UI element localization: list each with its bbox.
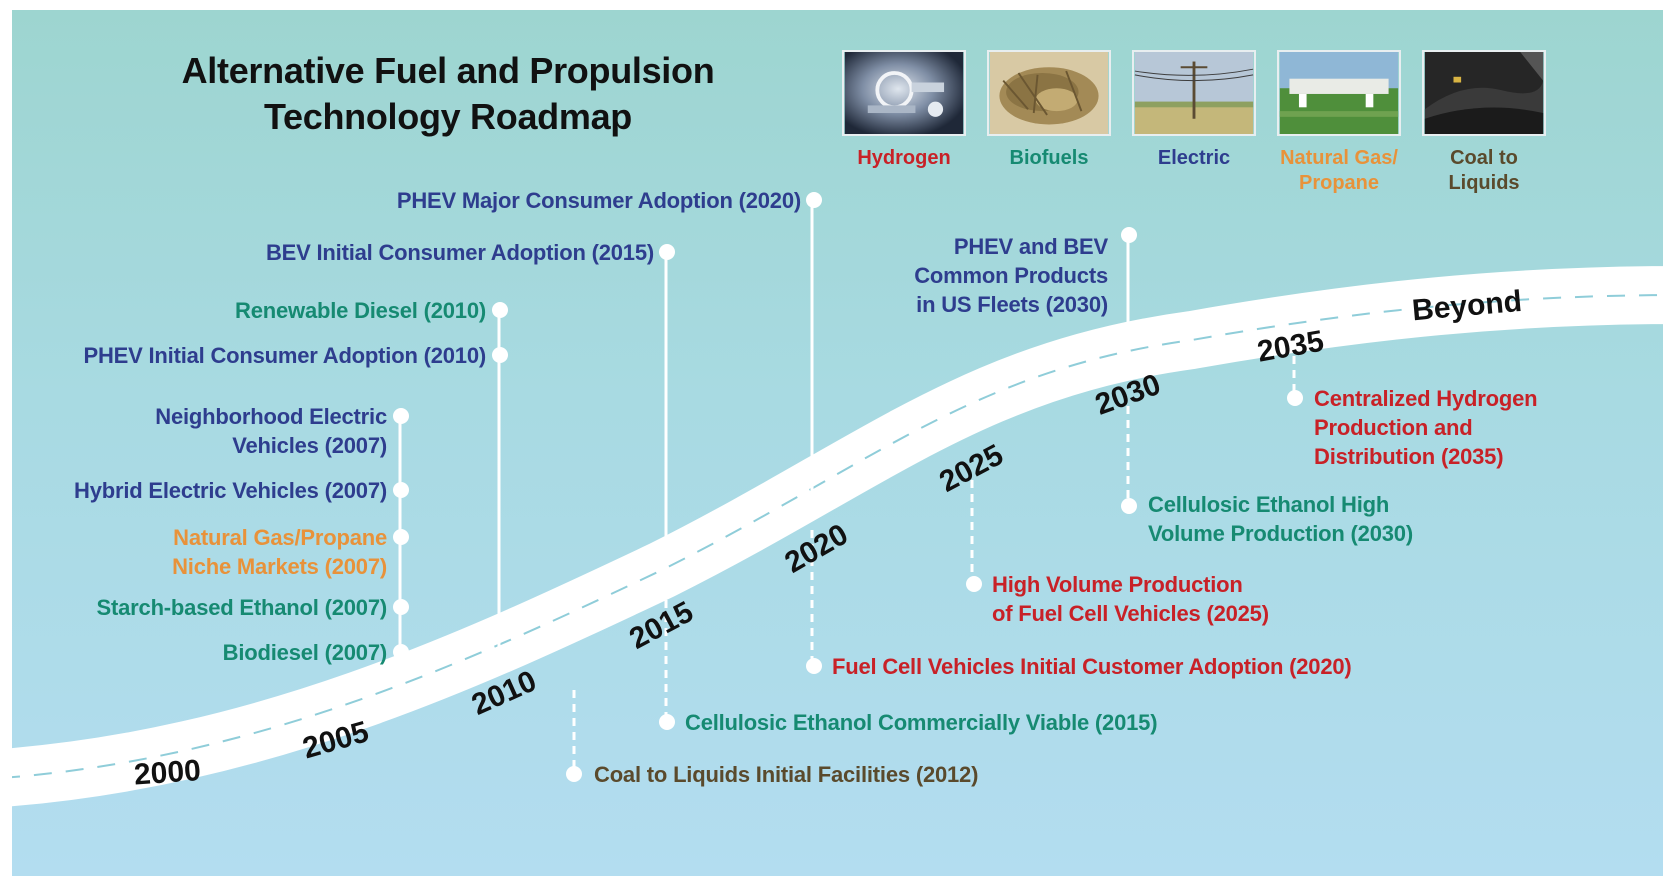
dot-starch-ethanol xyxy=(393,599,409,615)
year-label: 2000 xyxy=(133,754,202,792)
power-lines-photo xyxy=(1132,50,1256,136)
dot-hybrid xyxy=(393,482,409,498)
milestone-fcv-initial: Fuel Cell Vehicles Initial Customer Adop… xyxy=(832,654,1352,679)
category-label-biofuels: Biofuels xyxy=(1009,147,1089,169)
coal-pile-photo xyxy=(1422,50,1546,136)
title-line-1: Alternative Fuel and Propulsion xyxy=(181,50,715,91)
milestone-cellulosic-viable: Cellulosic Ethanol Commercially Viable (… xyxy=(685,710,1158,735)
dot-ng-niche xyxy=(393,529,409,545)
dot-ctl-initial xyxy=(566,766,582,782)
dot-phev-bev-fleets xyxy=(1121,227,1137,243)
dot-bev-initial xyxy=(659,244,675,260)
milestone-phev-bev-fleets: PHEV and BEV Common Products in US Fleet… xyxy=(914,234,1108,317)
milestone-bev-initial: BEV Initial Consumer Adoption (2015) xyxy=(265,240,654,265)
category-label-hydrogen: Hydrogen xyxy=(857,147,951,169)
milestone-cellulosic-high: Cellulosic Ethanol High Volume Productio… xyxy=(1148,492,1413,546)
roadmap-canvas: Alternative Fuel and Propulsion Technolo… xyxy=(12,10,1663,876)
dot-hydrogen-central xyxy=(1287,390,1303,406)
biofuel-grass-photo xyxy=(987,50,1111,136)
milestone-nev: Neighborhood Electric Vehicles (2007) xyxy=(155,404,387,458)
hydrogen-engine-photo xyxy=(842,50,966,136)
page-title: Alternative Fuel and Propulsion Technolo… xyxy=(128,48,768,140)
dot-fcv-initial xyxy=(806,658,822,674)
dot-phev-initial xyxy=(492,347,508,363)
milestone-fcv-high-volume: High Volume Production of Fuel Cell Vehi… xyxy=(992,572,1269,626)
title-line-2: Technology Roadmap xyxy=(264,96,632,137)
gas-station-photo xyxy=(1277,50,1401,136)
timeline-diagram: 2000 2005 2010 2015 2020 2025 2030 2035 … xyxy=(12,192,1663,807)
dot-cellulosic-high xyxy=(1121,498,1137,514)
dot-cellulosic-viable xyxy=(659,714,675,730)
dot-nev xyxy=(393,408,409,424)
milestone-phev-initial: PHEV Initial Consumer Adoption (2010) xyxy=(83,343,486,368)
milestone-starch-ethanol: Starch-based Ethanol (2007) xyxy=(96,595,388,620)
milestone-phev-major: PHEV Major Consumer Adoption (2020) xyxy=(396,188,801,213)
milestone-hybrid: Hybrid Electric Vehicles (2007) xyxy=(74,478,387,503)
category-label-electric: Electric xyxy=(1157,147,1231,169)
milestone-ctl-initial: Coal to Liquids Initial Facilities (2012… xyxy=(594,762,979,787)
dot-phev-major xyxy=(806,192,822,208)
dot-renewable-diesel xyxy=(492,302,508,318)
milestone-renewable-diesel: Renewable Diesel (2010) xyxy=(235,298,486,323)
milestone-hydrogen-central: Centralized Hydrogen Production and Dist… xyxy=(1314,386,1538,469)
milestone-biodiesel: Biodiesel (2007) xyxy=(222,640,388,665)
milestone-ng-niche: Natural Gas/Propane Niche Markets (2007) xyxy=(172,525,387,579)
dot-biodiesel xyxy=(393,644,409,660)
category-label-coal-to-liquids: Coal to Liquids xyxy=(1448,147,1520,194)
category-label-natural-gas-propane: Natural Gas/ Propane xyxy=(1280,147,1398,194)
timeline-center-dashes xyxy=(12,294,1663,779)
dot-fcv-high-volume xyxy=(966,576,982,592)
